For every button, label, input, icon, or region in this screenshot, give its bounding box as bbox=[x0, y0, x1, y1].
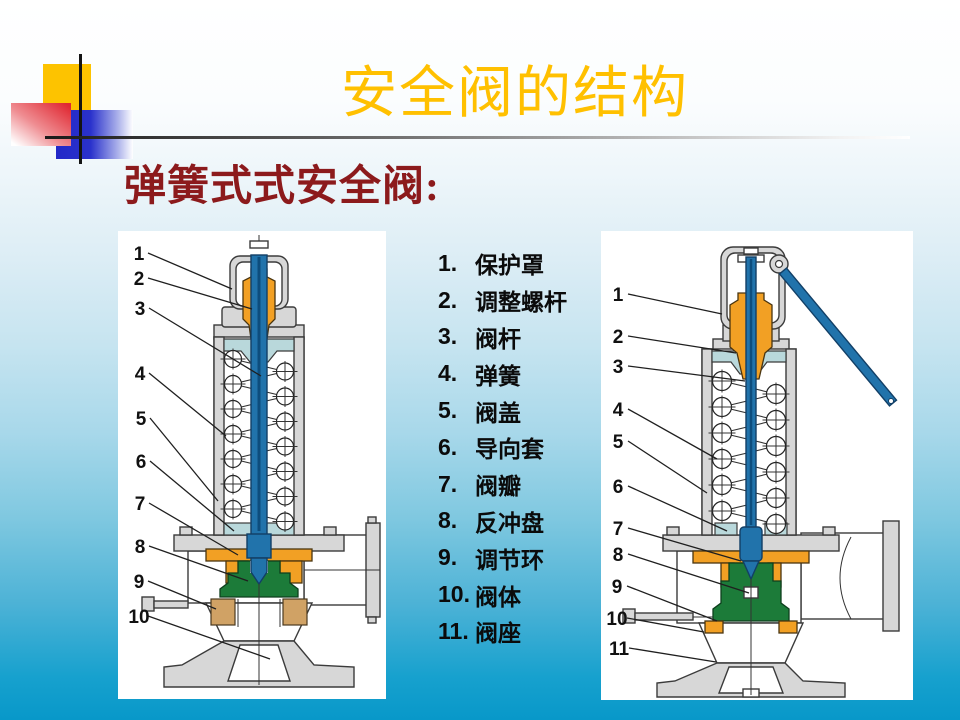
legend-item: 4.弹簧 bbox=[438, 360, 521, 389]
legend-item: 8.反冲盘 bbox=[438, 507, 544, 536]
legend-item: 6.导向套 bbox=[438, 433, 544, 463]
part-label: 6 bbox=[613, 477, 624, 498]
safety-valve-diagram-lever: 1 2 3 4 5 6 7 8 9 10 11 bbox=[606, 246, 900, 698]
part-label: 8 bbox=[613, 545, 624, 566]
deco-vertical-line bbox=[79, 54, 82, 164]
diagram-left-panel: 1 2 3 4 5 6 7 8 9 10 bbox=[118, 231, 386, 699]
legend-item: 11.阀座 bbox=[438, 617, 521, 647]
adjusting-ring bbox=[210, 598, 308, 627]
part-label: 6 bbox=[136, 452, 147, 473]
part-label: 7 bbox=[135, 494, 146, 515]
subtitle: 弹簧式式安全阀: bbox=[124, 164, 440, 210]
part-label: 10 bbox=[128, 607, 149, 628]
legend-item: 10.阀体 bbox=[438, 581, 521, 610]
spring-pad-left bbox=[714, 522, 738, 536]
legend-item: 3.阀杆 bbox=[438, 323, 521, 352]
legend-item: 1.保护罩 bbox=[438, 249, 544, 279]
valve-stem bbox=[246, 235, 272, 586]
part-label: 9 bbox=[612, 577, 623, 598]
part-label: 10 bbox=[606, 609, 627, 630]
page-title: 安全阀的结构 bbox=[341, 63, 689, 125]
part-label: 4 bbox=[613, 400, 624, 421]
lifting-lever bbox=[778, 267, 898, 407]
diagram-right-panel: 1 2 3 4 5 6 7 8 9 10 11 bbox=[601, 231, 913, 700]
part-label: 2 bbox=[134, 269, 145, 290]
part-label: 5 bbox=[136, 409, 147, 430]
spring bbox=[708, 369, 790, 536]
legend-item: 2.调整螺杆 bbox=[438, 286, 567, 316]
part-label: 11 bbox=[609, 639, 630, 660]
title-underline bbox=[45, 136, 910, 139]
safety-valve-diagram-closed: 1 2 3 4 5 6 7 8 9 10 bbox=[128, 235, 381, 688]
leader-lines bbox=[626, 293, 750, 663]
valve-stem bbox=[739, 256, 763, 581]
leader-lines bbox=[147, 252, 271, 660]
spring bbox=[220, 348, 298, 532]
part-label: 2 bbox=[613, 327, 624, 348]
legend-item: 5.阀盖 bbox=[438, 397, 521, 426]
parts-legend: 1.保护罩 2.调整螺杆 3.阀杆 4.弹簧 5.阀盖 6.导向套 7.阀瓣 8… bbox=[438, 245, 603, 650]
part-label: 3 bbox=[135, 299, 146, 320]
seat-rings bbox=[704, 620, 798, 634]
part-label: 3 bbox=[613, 357, 624, 378]
deco-yellow-square bbox=[43, 64, 91, 110]
legend-item: 9.调节环 bbox=[438, 544, 544, 573]
part-numbers: 1 2 3 4 5 6 7 8 9 10 bbox=[128, 244, 149, 628]
part-label: 4 bbox=[135, 364, 146, 385]
part-label: 7 bbox=[613, 519, 624, 540]
part-label: 8 bbox=[135, 537, 146, 558]
part-label: 9 bbox=[134, 572, 145, 593]
part-label: 1 bbox=[134, 244, 145, 265]
legend-item: 7.阀瓣 bbox=[438, 470, 521, 500]
part-label: 5 bbox=[613, 432, 624, 453]
deco-red-square bbox=[11, 103, 71, 146]
part-numbers: 1 2 3 4 5 6 7 8 9 10 11 bbox=[606, 285, 629, 660]
part-label: 1 bbox=[613, 285, 624, 306]
